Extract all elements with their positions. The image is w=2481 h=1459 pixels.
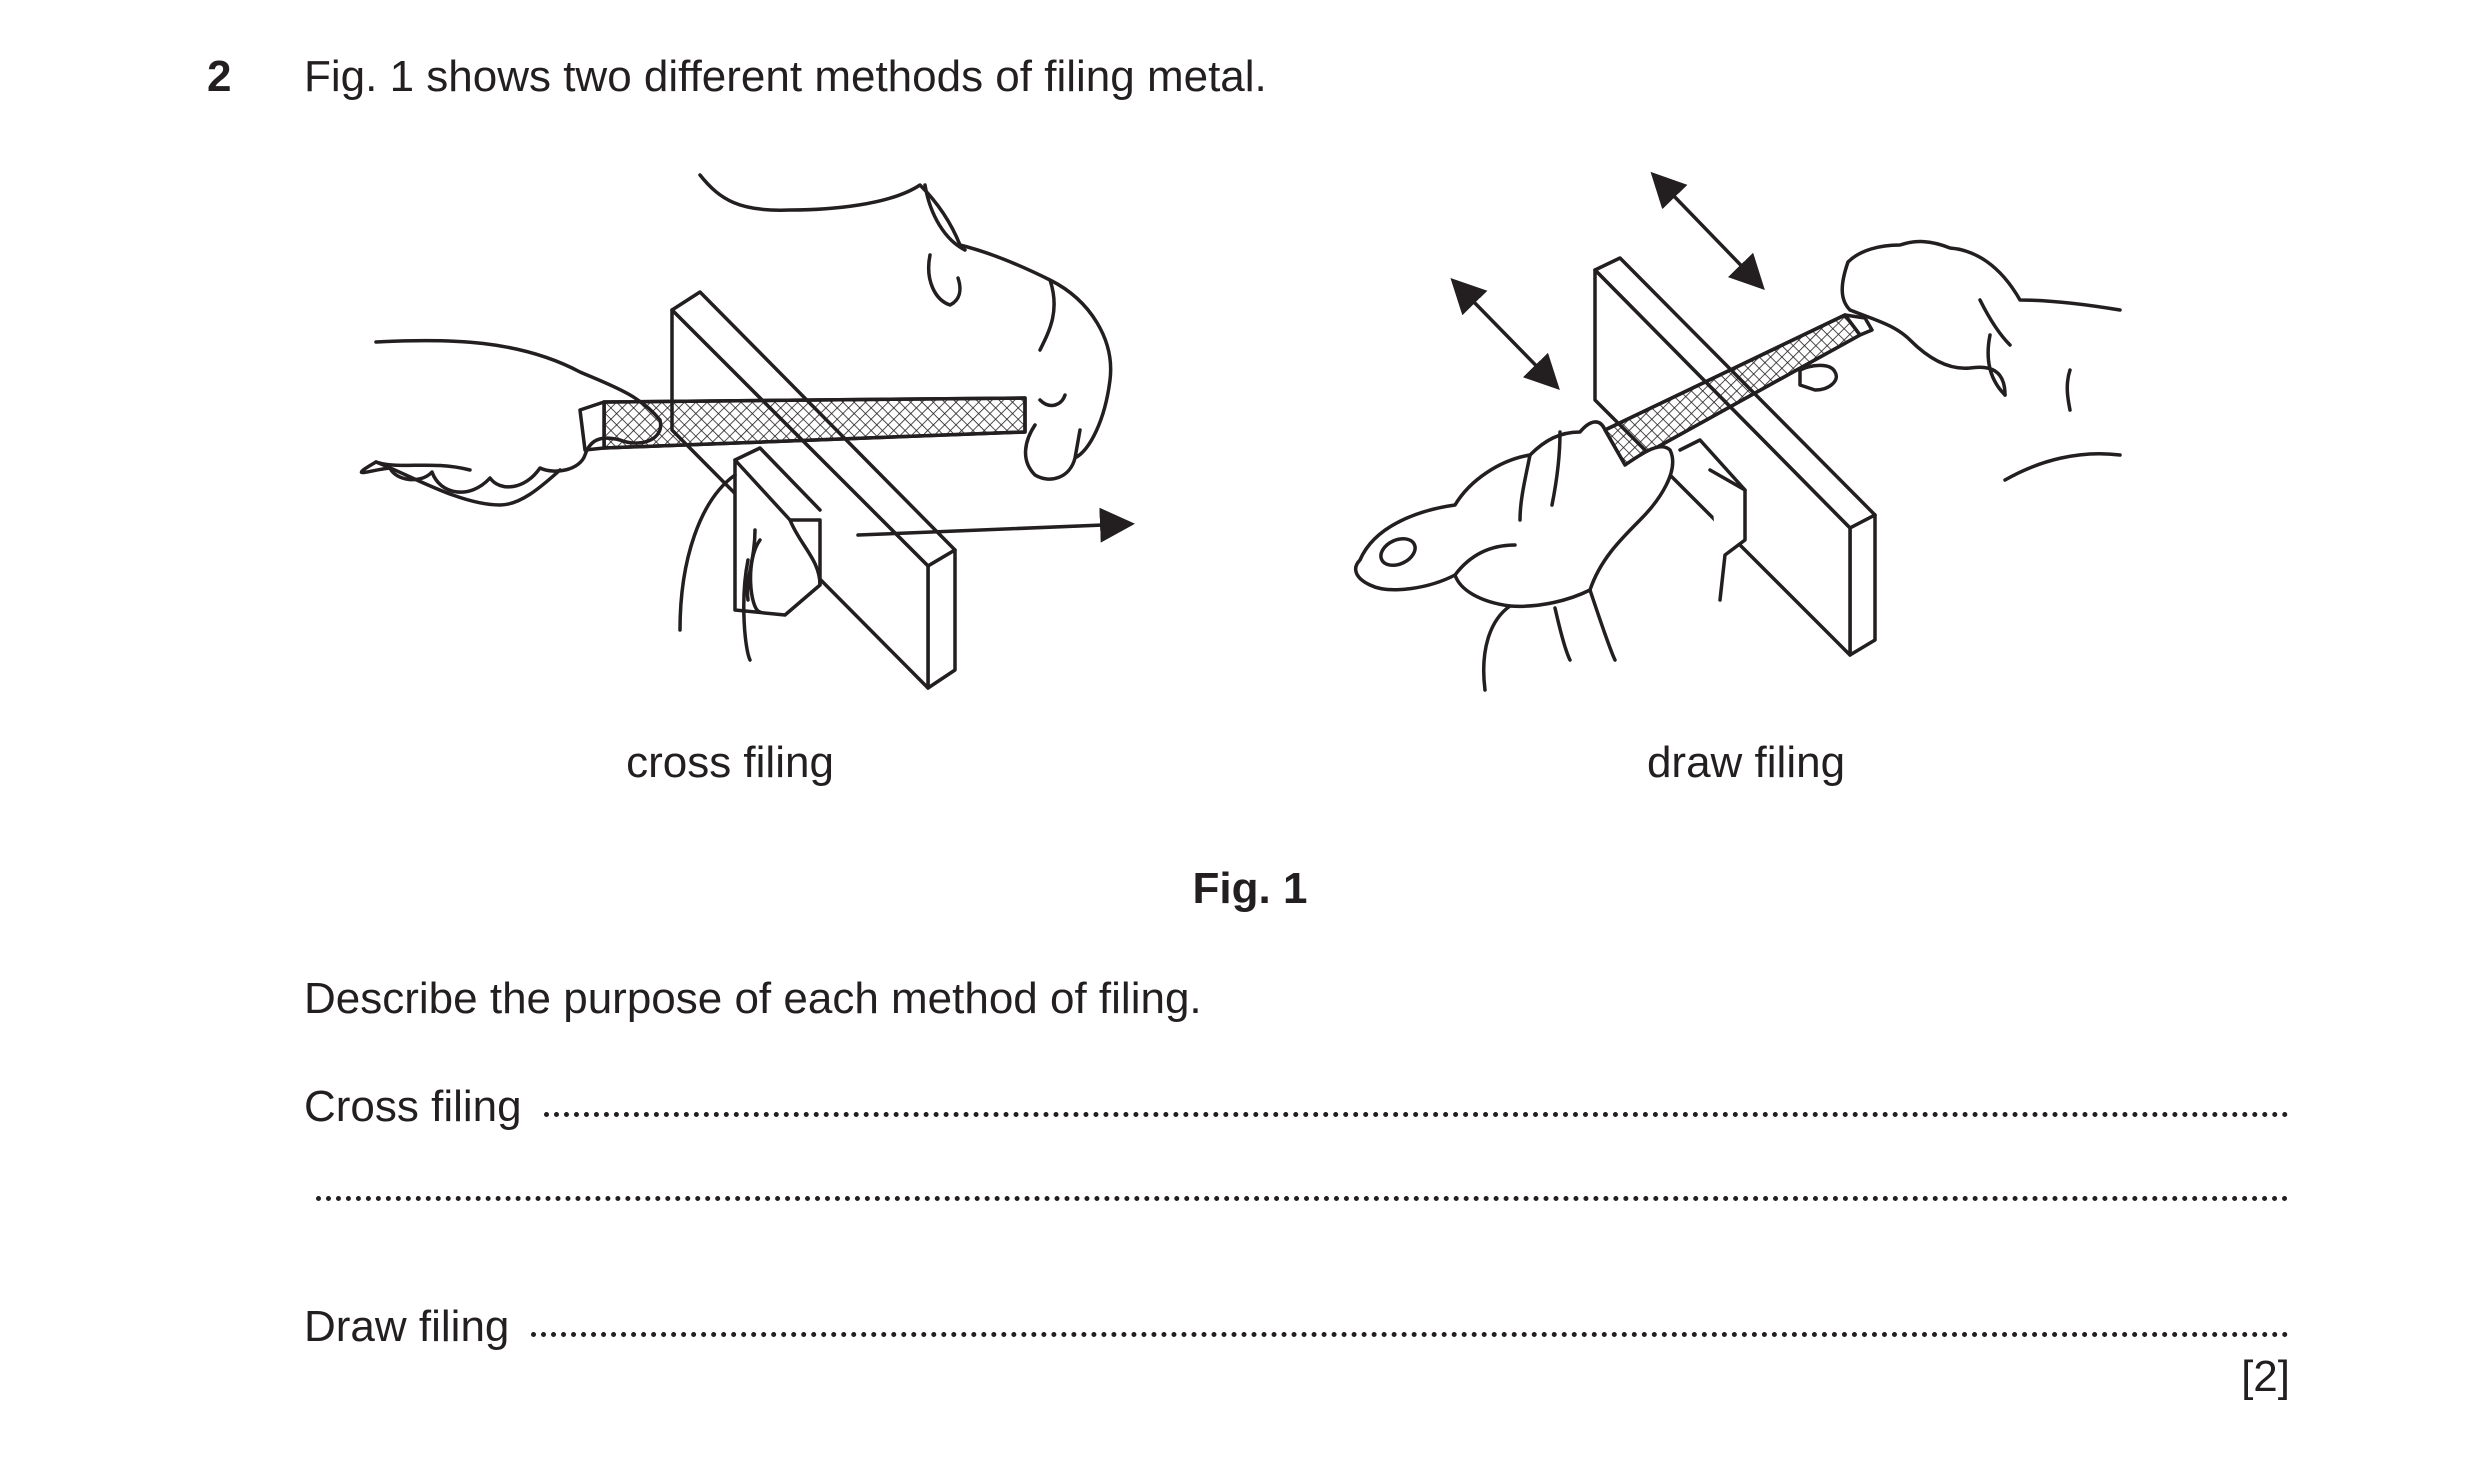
draw-filing-drawing xyxy=(1353,171,2122,692)
answer-label-cross-filing: Cross filing xyxy=(304,1082,522,1131)
figure-label: Fig. 1 xyxy=(1192,864,1308,913)
caption-draw-filing: draw filing xyxy=(1646,738,1846,787)
cross-filing-right-hand xyxy=(698,173,1113,481)
dotted-answer-line[interactable] xyxy=(531,1332,2289,1337)
cross-filing-drawing xyxy=(359,173,1135,690)
answer-label-draw-filing: Draw filing xyxy=(304,1302,510,1351)
answer-line-continuation[interactable] xyxy=(316,1196,2289,1205)
cross-filing-vice xyxy=(678,473,762,662)
answer-line-cross-filing[interactable]: Cross filing xyxy=(304,1082,2289,1132)
draw-filing-right-hand xyxy=(1798,239,2122,482)
answer-line-draw-filing[interactable]: Draw filing xyxy=(304,1302,2289,1352)
marks-allocation: [2] xyxy=(2241,1352,2290,1401)
cross-filing-workpiece xyxy=(670,290,957,690)
task-prompt: Describe the purpose of each method of f… xyxy=(304,974,1202,1023)
question-stem: Fig. 1 shows two different methods of fi… xyxy=(304,52,1267,101)
caption-cross-filing: cross filing xyxy=(626,738,834,787)
dotted-answer-line[interactable] xyxy=(543,1112,2289,1117)
dotted-answer-line[interactable] xyxy=(316,1196,2289,1201)
question-number: 2 xyxy=(207,52,232,101)
